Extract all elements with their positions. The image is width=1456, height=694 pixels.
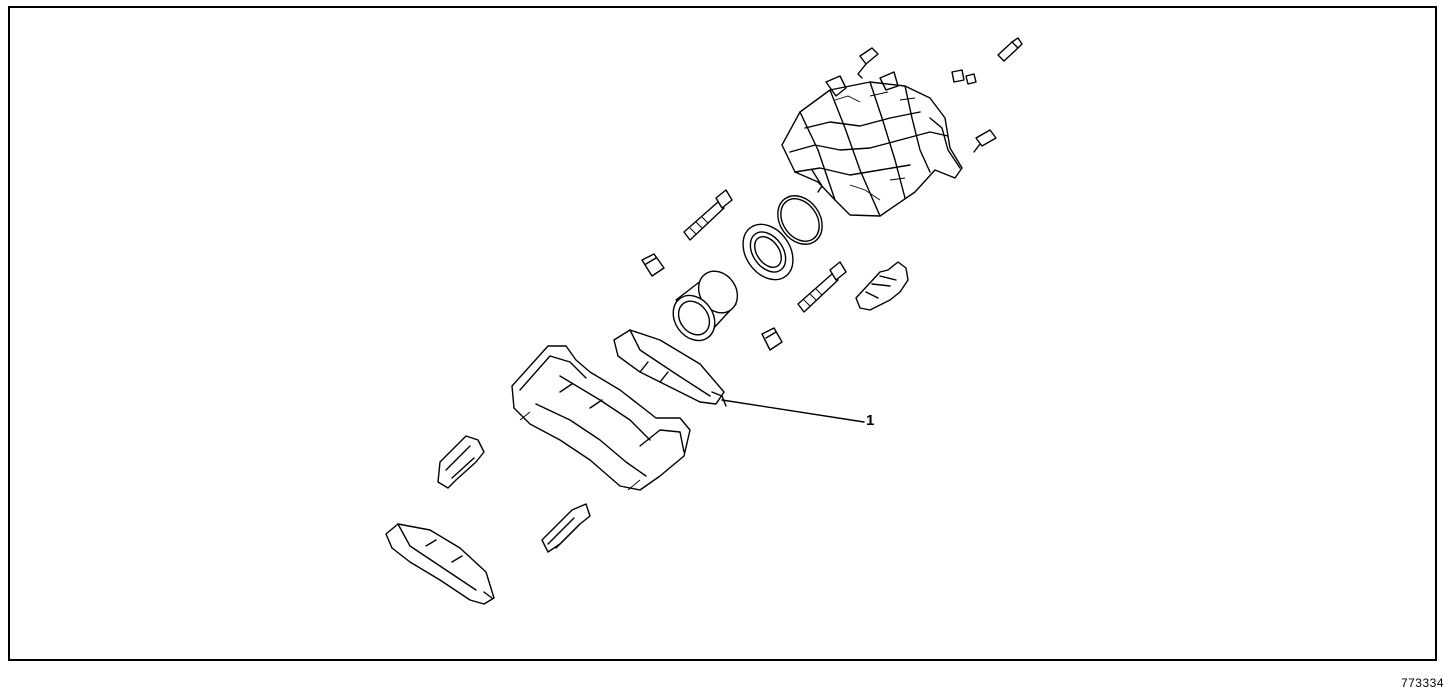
guide-pin-bushing-lower xyxy=(761,327,783,351)
caliper-piston xyxy=(672,270,739,342)
inner-brake-pad xyxy=(613,329,727,407)
guide-pin-bolt-upper xyxy=(683,189,733,241)
caliper-bolt-side xyxy=(973,129,997,153)
bleeder-valve xyxy=(997,37,1023,62)
callout-label-1: 1 xyxy=(866,412,875,429)
pad-retaining-clip-right xyxy=(855,261,909,311)
guide-pin-bushing-upper xyxy=(641,253,665,277)
pad-retaining-clip-left xyxy=(437,435,485,489)
piston-seal xyxy=(777,195,823,245)
pad-retaining-clip-lower xyxy=(541,503,591,553)
piston-dust-boot xyxy=(742,223,794,281)
callout-leader-line xyxy=(721,399,865,423)
guide-pin-bolt-lower xyxy=(797,261,847,313)
caliper-bolt-upper xyxy=(857,47,879,79)
bleeder-cap xyxy=(951,69,977,85)
caliper-housing xyxy=(781,71,963,217)
outer-brake-pad xyxy=(385,523,495,605)
caliper-mounting-bracket xyxy=(511,345,691,491)
figure-number: 773334 xyxy=(1400,676,1444,690)
diagram-frame xyxy=(8,6,1437,661)
